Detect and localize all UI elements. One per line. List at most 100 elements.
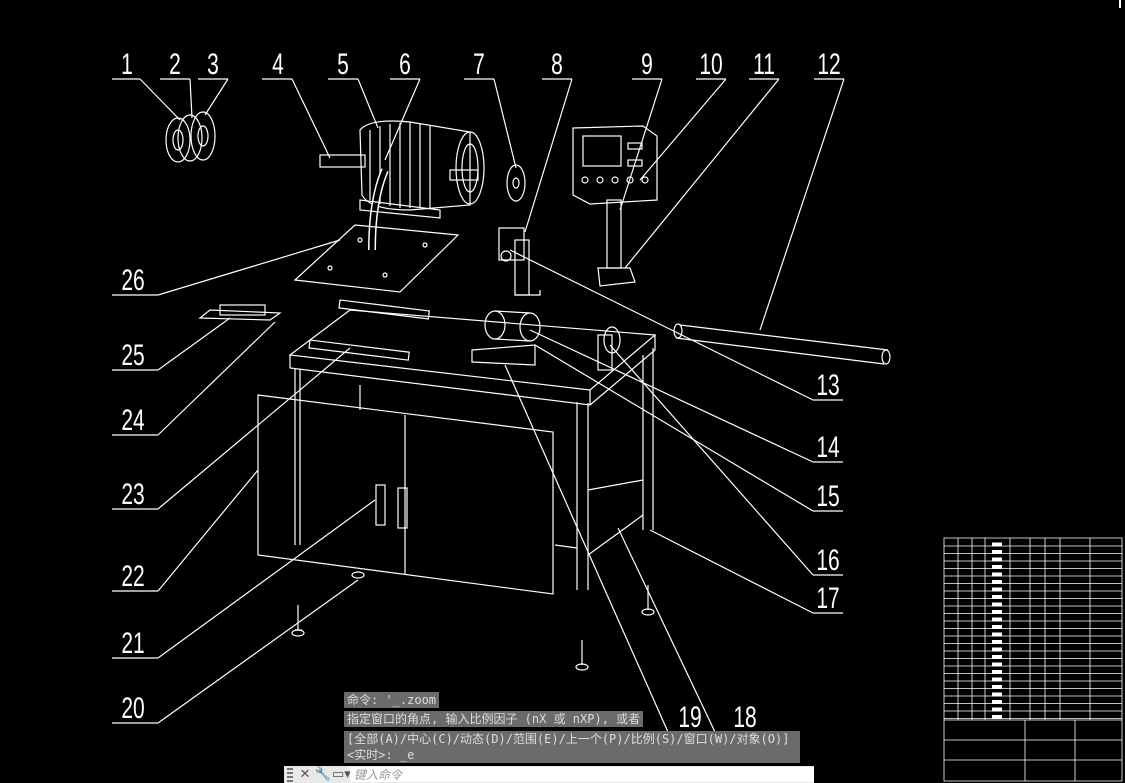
- leader-line: [759, 78, 845, 331]
- balloon-number: 6: [399, 49, 411, 81]
- balloon-number: 12: [817, 49, 840, 81]
- balloon-number: 26: [121, 265, 144, 297]
- command-history-line: <实时>: _e: [347, 748, 415, 762]
- leader-line: [112, 239, 341, 296]
- title-block-text: [992, 542, 1002, 547]
- command-bar: ✕ 🔧 ▭▾ 键入命令: [284, 766, 814, 783]
- roller-assembly-part: [471, 310, 621, 371]
- leader-line: [624, 78, 780, 269]
- leader-line: [160, 78, 193, 119]
- title-block-text: [992, 670, 1002, 674]
- balloon-number: 24: [121, 405, 144, 437]
- title-block-text: [992, 572, 1002, 577]
- title-block-text: [992, 640, 1002, 644]
- saw-blade-part: [506, 164, 526, 202]
- balloon-number: 9: [641, 49, 653, 81]
- title-block-text: [992, 587, 1002, 592]
- leader-line: [112, 499, 376, 659]
- balloon-number: 7: [473, 49, 485, 81]
- balloon-number: 18: [733, 702, 756, 734]
- workbench-part: [288, 299, 657, 590]
- title-block-text: [992, 580, 1002, 584]
- balloon-number: 16: [816, 545, 839, 577]
- leader-line: [112, 321, 276, 436]
- machine-drawing: [165, 111, 891, 671]
- balloon-number: 19: [678, 702, 701, 734]
- leader-line: [619, 78, 663, 211]
- pulley-part: [165, 111, 216, 163]
- balloon-number: 1: [121, 49, 133, 81]
- title-block-text: [992, 595, 1002, 599]
- leader-line: [464, 78, 517, 169]
- balloon-number: 11: [753, 49, 775, 81]
- balloon-number: 10: [699, 49, 722, 81]
- leader-line: [328, 78, 379, 129]
- leader-line: [504, 364, 712, 733]
- balloon-number: 8: [551, 49, 563, 81]
- title-block-text: [992, 707, 1002, 712]
- balloon-number: 22: [121, 561, 144, 593]
- motor-part: [319, 120, 485, 251]
- title-block-text: [992, 692, 1002, 697]
- leader-line: [649, 529, 843, 614]
- title-block-text: [992, 557, 1002, 562]
- leveling-feet-part: [291, 571, 655, 671]
- balloon-number: 13: [816, 370, 839, 402]
- leader-line: [609, 344, 843, 576]
- title-block-text: [992, 685, 1002, 689]
- cabinet-door-part: [257, 394, 554, 595]
- command-history-options: [全部(A)/中心(C)/动态(D)/范围(E)/上一个(P)/比例(S)/窗口…: [344, 731, 800, 763]
- title-block-text: [992, 550, 1002, 554]
- cylinder-part: [198, 304, 282, 321]
- balloon-number: 4: [272, 49, 284, 81]
- title-block-text: [992, 565, 1002, 569]
- leader-line: [384, 78, 421, 161]
- leader-line: [639, 78, 727, 181]
- leader-line: [198, 78, 229, 116]
- command-history-line: 指定窗口的角点, 输入比例因子 (nX 或 nXP), 或者: [344, 711, 644, 727]
- leader-line: [524, 78, 573, 233]
- wrench-icon[interactable]: 🔧: [314, 767, 332, 782]
- drag-handle[interactable]: [287, 767, 293, 782]
- command-history-icon[interactable]: ▭▾: [332, 767, 351, 782]
- motor-plate-part: [293, 224, 460, 293]
- title-block-text: [992, 700, 1002, 704]
- leader-line: [529, 329, 843, 463]
- balloon-number: 23: [121, 479, 144, 511]
- balloon-number: 21: [121, 628, 144, 660]
- title-block-text: [992, 602, 1002, 607]
- title-block-text: [992, 655, 1002, 659]
- leader-line: [534, 344, 843, 512]
- title-block-text: [992, 715, 1002, 719]
- title-block-text: [992, 617, 1002, 622]
- command-input[interactable]: 键入命令: [350, 767, 814, 782]
- balloon-number: 3: [207, 49, 219, 81]
- balloon-number: 20: [121, 693, 144, 725]
- title-block-text: [992, 610, 1002, 614]
- leader-line: [112, 78, 181, 121]
- title-block-line: [944, 719, 1122, 781]
- title-block-text: [992, 625, 1002, 629]
- leader-line: [617, 527, 790, 733]
- leader-line: [509, 249, 843, 401]
- title-block: [943, 537, 1123, 782]
- command-history-line: 命令: '_.zoom: [344, 692, 440, 708]
- bearing-bracket-part: [498, 227, 541, 296]
- balloon-number: 5: [337, 49, 349, 81]
- leader-line: [112, 579, 359, 724]
- balloon-number: 25: [121, 340, 144, 372]
- control-panel-part: [572, 125, 658, 287]
- title-block-line: [943, 537, 1123, 782]
- balloon-number: 15: [816, 481, 839, 513]
- title-block-text: [992, 632, 1002, 637]
- title-block-text: [992, 677, 1002, 682]
- balloon-number: 2: [169, 49, 181, 81]
- cursor-mark: [1119, 0, 1121, 8]
- leader-line: [262, 78, 331, 159]
- leader-line: [112, 317, 231, 371]
- balloon-number: 17: [816, 583, 839, 615]
- close-icon[interactable]: ✕: [299, 767, 311, 782]
- material-bar-part: [673, 323, 891, 365]
